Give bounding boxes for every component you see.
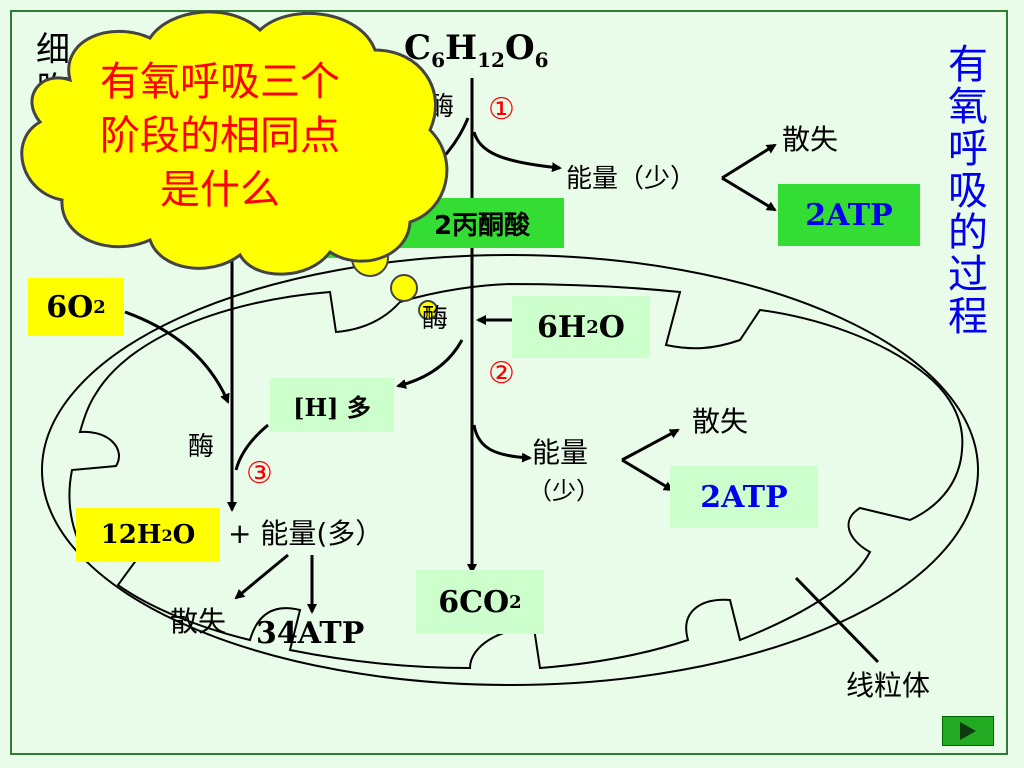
glucose-c: C xyxy=(404,28,432,68)
oxygen-prefix: 6O xyxy=(46,289,94,325)
water-output-suffix: O xyxy=(172,520,196,550)
stage2-h-to-stage3-arrow xyxy=(234,423,269,471)
water-output-prefix: 12H xyxy=(100,520,162,550)
water-output-sub: 2 xyxy=(161,525,173,545)
stage1-atp-arrow xyxy=(721,176,777,212)
glucose-sub-6: 6 xyxy=(431,47,445,72)
co2-prefix: 6CO xyxy=(438,584,510,620)
stage1-h-box: [H]少 xyxy=(262,220,374,258)
glucose-h: H xyxy=(444,28,478,68)
stage3-enzyme-label: 酶 xyxy=(188,432,215,462)
co2-sub: 2 xyxy=(509,591,522,613)
stage1-h-label: [H]少 xyxy=(292,226,368,257)
cytoplasm-char-2: 胞 xyxy=(36,70,70,110)
glucose-formula: C6H12O6 xyxy=(404,28,549,72)
oxygen-arrow xyxy=(124,310,230,404)
water-input-sub: 2 xyxy=(586,316,599,338)
stage2-h-label: [H] 多 xyxy=(293,392,371,422)
cytoplasm-partial-label: 细 胞 质 基 xyxy=(36,30,70,190)
glucose-sub-6b: 6 xyxy=(534,47,549,72)
thought-bubble-dot-small xyxy=(418,300,438,320)
water-input-suffix: O xyxy=(598,309,625,345)
slide-frame xyxy=(10,10,1008,755)
stage1-enzyme-label: 酶 xyxy=(428,92,455,122)
stage3-marker: ③ xyxy=(246,456,273,491)
stage2-atp-label: 2ATP xyxy=(700,479,788,515)
water-input-prefix: 6H xyxy=(537,309,587,345)
mitochondrion-label: 线粒体 xyxy=(846,669,931,702)
stage3-dissipate-label: 散失 xyxy=(170,605,227,638)
mitochondrion-pointer-line xyxy=(794,576,880,664)
thought-bubble-dot-medium xyxy=(390,274,418,302)
stage2-marker: ② xyxy=(488,356,515,391)
stage3-dissipate-arrow xyxy=(234,553,289,600)
stage2-energy-line1: 能量 xyxy=(532,436,589,469)
glucose-o: O xyxy=(504,28,535,68)
stage1-atp-box: 2ATP xyxy=(778,184,920,246)
stage2-energy-label: 能量 （少） xyxy=(528,434,600,510)
thought-bubble-text: 有氧呼吸三个阶段的相同点是什么 xyxy=(100,59,340,213)
stage2-energy-arrow xyxy=(472,424,532,463)
stage2-h-arrow xyxy=(396,339,464,389)
stage1-dissipate-label: 散失 xyxy=(782,123,839,156)
stage1-energy-arrow xyxy=(472,131,562,173)
stage1-energy-label: 能量（少） xyxy=(566,164,697,194)
cytoplasm-char-4: 基 xyxy=(36,150,70,190)
stage2-h-box: [H] 多 xyxy=(270,378,394,432)
next-slide-button[interactable] xyxy=(942,716,994,746)
mitochondrion-outer-membrane xyxy=(41,254,979,686)
cytoplasm-char-1: 细 xyxy=(36,30,70,70)
stage2-dissipate-label: 散失 xyxy=(692,405,749,438)
stage1-enzyme-curve xyxy=(399,117,470,192)
stage2-atp-arrow xyxy=(621,458,674,492)
pyruvate-label: 2丙酮酸 xyxy=(433,210,531,241)
stage1-dissipate-arrow xyxy=(721,143,777,180)
stage2-atp-box: 2ATP xyxy=(670,466,818,528)
pyruvate-box: 2丙酮酸 xyxy=(400,198,564,248)
oxygen-sub: 2 xyxy=(93,296,106,318)
stage2-enzyme-label: 酶 xyxy=(422,304,449,334)
stage2-dissipate-arrow xyxy=(621,428,680,462)
cytoplasm-char-3: 质 xyxy=(36,110,70,150)
process-title: 有氧呼吸的过程 xyxy=(948,42,988,340)
play-triangle-icon xyxy=(960,722,976,740)
stage3-energy-label: + 能量(多） xyxy=(228,517,384,550)
stage2-energy-line2: （少） xyxy=(528,477,600,505)
stage3-atp-label: 34ATP xyxy=(256,616,365,651)
glucose-sub-12: 12 xyxy=(477,47,505,72)
stage1-marker: ① xyxy=(488,92,515,127)
stage1-atp-label: 2ATP xyxy=(805,197,893,233)
